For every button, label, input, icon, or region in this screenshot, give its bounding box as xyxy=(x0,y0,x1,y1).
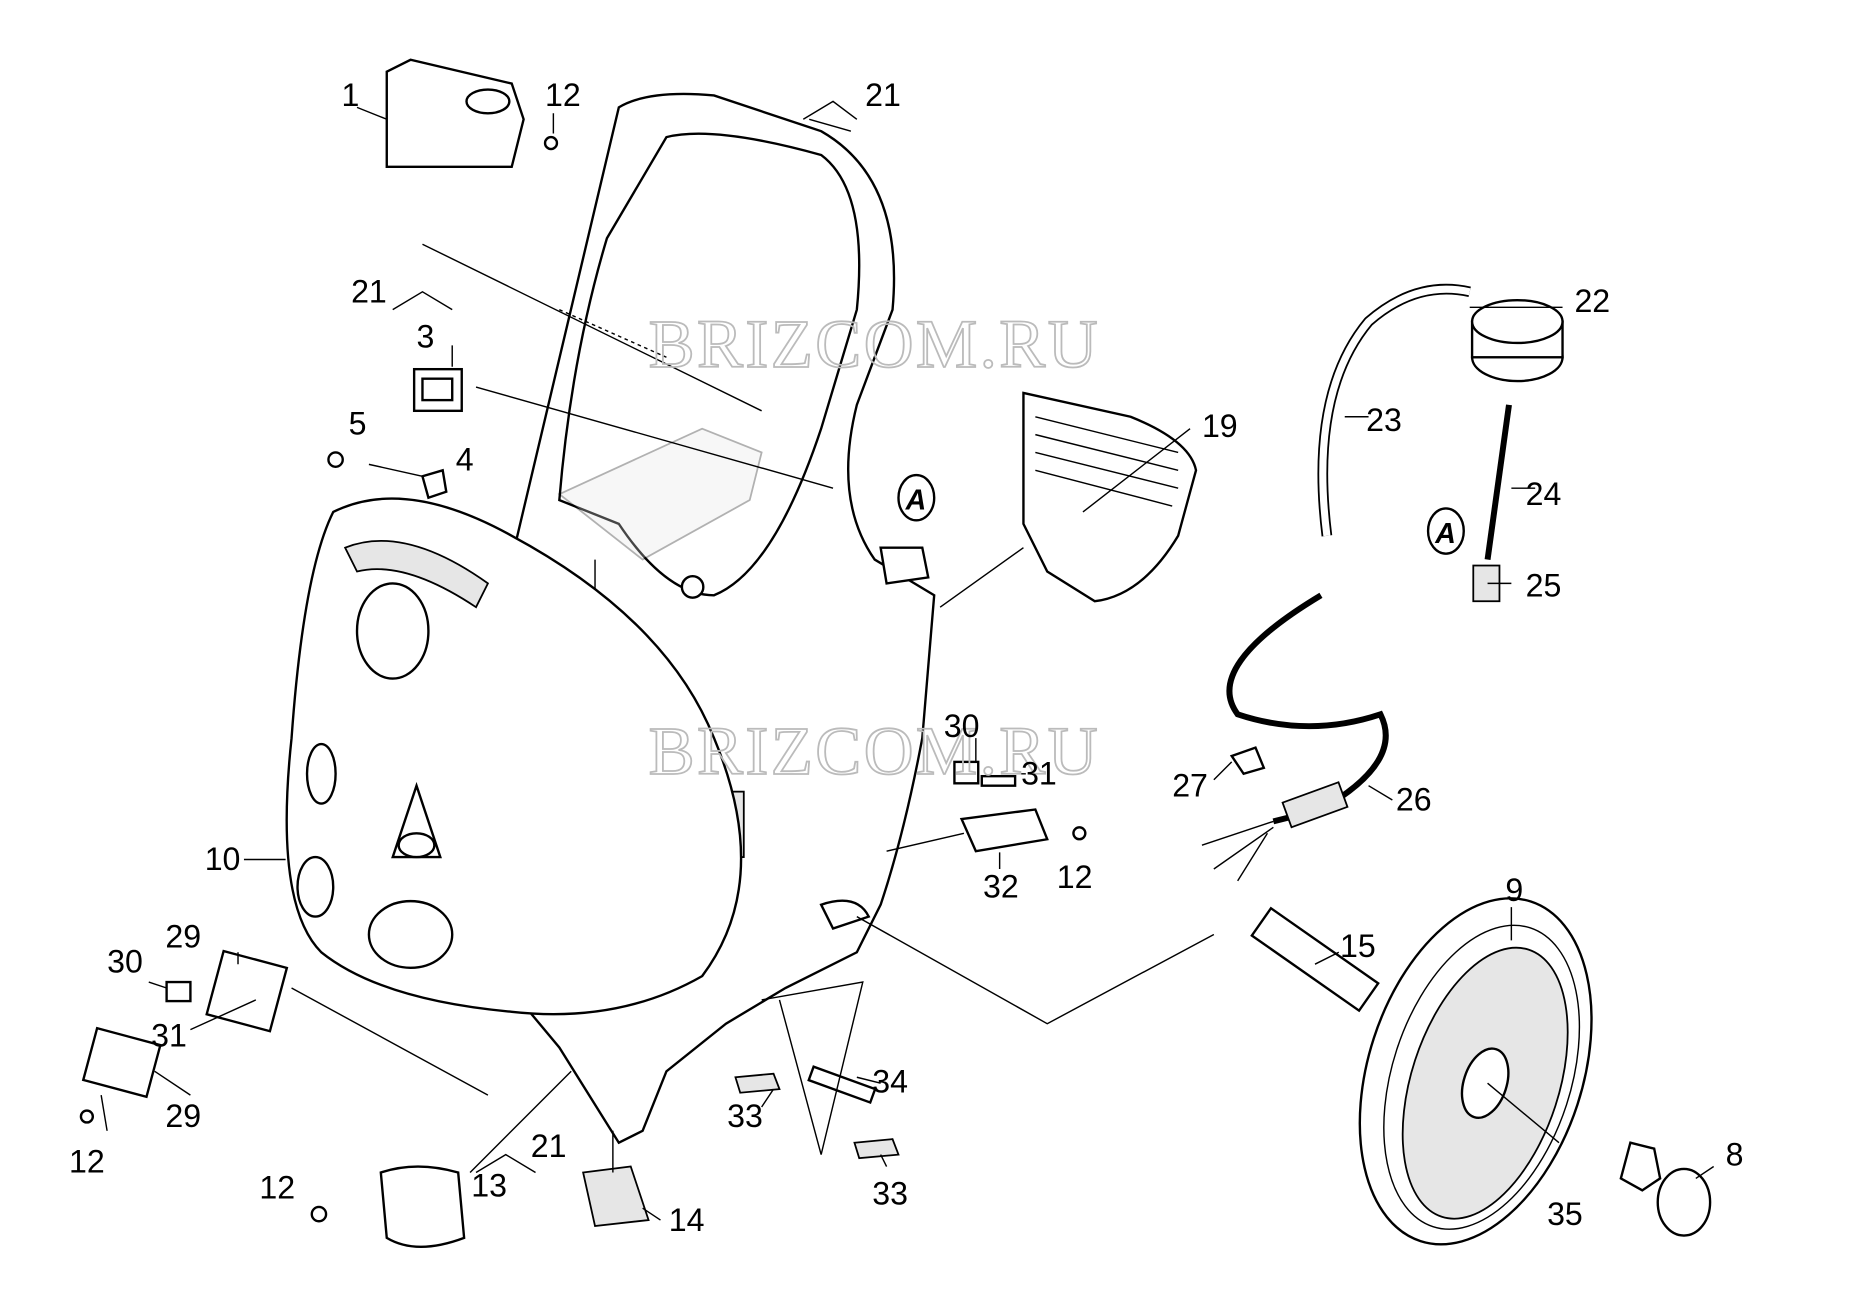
clip-part-33 xyxy=(734,1072,781,1094)
part-30b xyxy=(165,980,192,1003)
callout-label: 25 xyxy=(1526,567,1562,603)
callout-label: 3 xyxy=(417,319,435,355)
callout-label: 21 xyxy=(351,274,387,310)
wheel-part-9 xyxy=(1358,897,1593,1246)
callout-label: 13 xyxy=(471,1167,507,1203)
callout-label: 21 xyxy=(865,77,901,113)
callout-label: 24 xyxy=(1526,476,1562,512)
tube-part-24 xyxy=(1484,404,1512,560)
reference-marker-a: A xyxy=(1426,507,1465,555)
power-cable-part-26 xyxy=(1226,592,1389,825)
callout-label: 29 xyxy=(165,1098,201,1134)
callout-label: 12 xyxy=(259,1170,295,1206)
callout-label: 4 xyxy=(456,441,474,477)
plate-part-29b xyxy=(81,1026,162,1099)
callout-label: 33 xyxy=(872,1176,908,1212)
callout-label: 10 xyxy=(205,841,241,877)
callout-label: 1 xyxy=(342,77,360,113)
callout-label: 22 xyxy=(1574,283,1610,319)
part-31 xyxy=(980,774,1017,787)
ring-part-35 xyxy=(1619,1141,1662,1192)
plate-part-29 xyxy=(205,949,289,1033)
callout-label: 27 xyxy=(1172,767,1208,803)
callout-label: 33 xyxy=(727,1098,763,1134)
callout-label: 14 xyxy=(669,1202,705,1238)
hose-holder-part-19 xyxy=(1022,391,1198,603)
watermark: BRIZCOM.RU xyxy=(649,712,1100,789)
axle-part-15 xyxy=(1250,906,1380,1013)
callout-label: 30 xyxy=(944,708,980,744)
reservoir-cap-part-22 xyxy=(1470,298,1564,383)
callout-label: 32 xyxy=(983,869,1019,905)
svg-text:A: A xyxy=(1434,518,1456,550)
front-cover-part-10 xyxy=(285,497,743,1016)
cover-part-13 xyxy=(379,1165,466,1249)
callout-label: 12 xyxy=(69,1143,105,1179)
callout-label: 12 xyxy=(545,77,581,113)
hub-cap-part-8 xyxy=(1656,1167,1712,1237)
watermark: BRIZCOM.RU xyxy=(649,305,1100,382)
callout-label: 29 xyxy=(165,919,201,955)
callout-label: 31 xyxy=(1021,756,1057,792)
callout-label: 34 xyxy=(872,1064,908,1100)
callout-label: 5 xyxy=(349,406,367,442)
callout-label: 23 xyxy=(1366,402,1402,438)
callout-label: 15 xyxy=(1340,928,1376,964)
part-30 xyxy=(953,760,980,785)
clip-part-33b xyxy=(853,1138,900,1160)
clip-part-4 xyxy=(421,468,448,500)
callout-label: 26 xyxy=(1396,782,1432,818)
callout-label: 9 xyxy=(1505,872,1523,908)
part-32 xyxy=(959,808,1049,853)
callout-label: 30 xyxy=(107,944,143,980)
callout-label: 21 xyxy=(531,1128,567,1164)
reference-marker-a: A xyxy=(897,473,936,522)
bracket-part-1 xyxy=(385,58,525,169)
callout-label: 31 xyxy=(151,1017,187,1053)
callout-label: 35 xyxy=(1547,1196,1583,1232)
callout-label: 8 xyxy=(1726,1136,1744,1172)
pin-part-34 xyxy=(807,1065,877,1105)
foot-part-14 xyxy=(582,1165,650,1227)
svg-text:A: A xyxy=(905,485,927,517)
callout-label: 12 xyxy=(1057,859,1093,895)
clamp-part-27 xyxy=(1229,746,1266,776)
callout-label: 19 xyxy=(1202,408,1238,444)
